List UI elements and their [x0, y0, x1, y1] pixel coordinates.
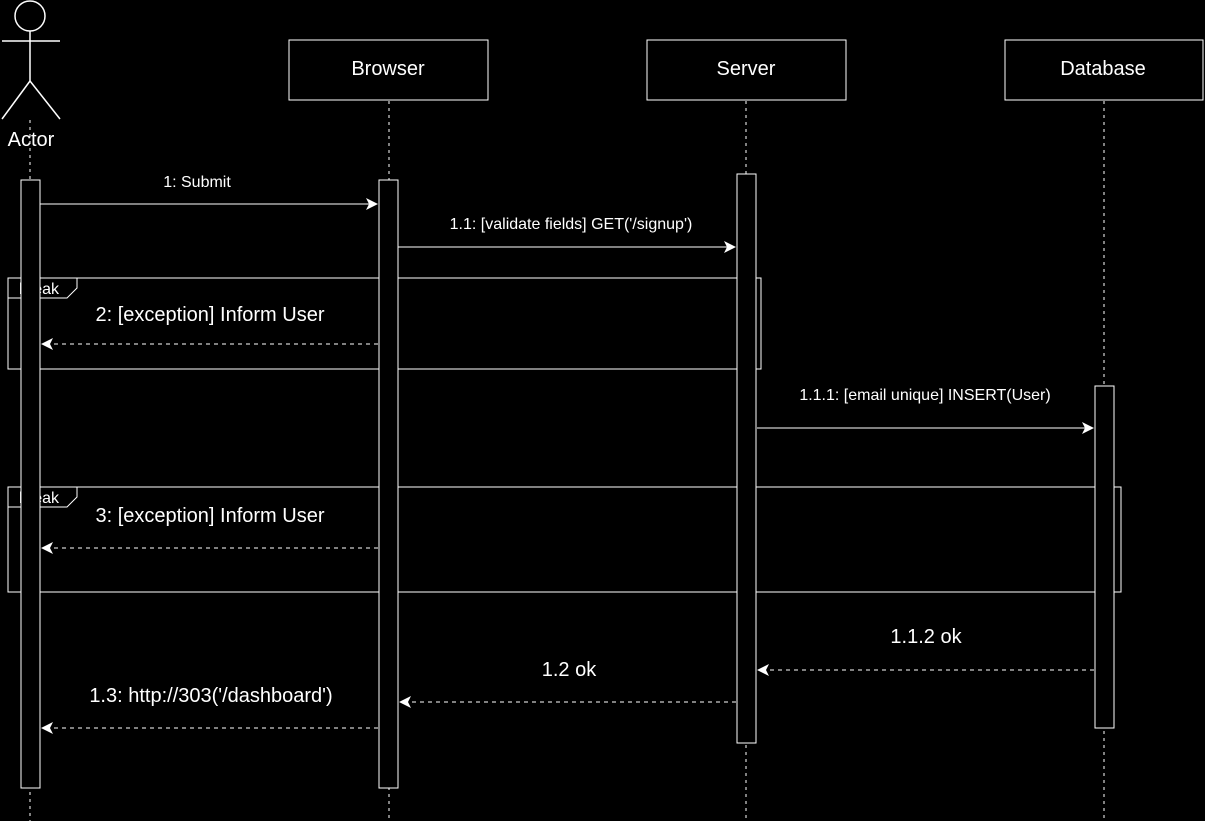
message-label-1-1-1: 1.1.1: [email unique] INSERT(User): [799, 387, 1050, 404]
browser-activation: [378, 179, 399, 789]
message-label-3: 3: [exception] Inform User: [96, 505, 325, 527]
server-box: [646, 39, 847, 101]
actor-activation: [20, 179, 41, 789]
server-activation: [736, 173, 757, 744]
database-activation: [1094, 385, 1115, 729]
message-label-1-1: 1.1: [validate fields] GET('/signup'): [450, 216, 693, 233]
browser-label: Browser: [351, 58, 425, 80]
message-label-1-1-2: 1.1.2 ok: [890, 626, 962, 648]
database-box: [1004, 39, 1204, 101]
browser-box: [288, 39, 489, 101]
server-label: Server: [717, 58, 776, 80]
message-label-1-2: 1.2 ok: [542, 659, 597, 681]
actor-label: Actor: [8, 129, 55, 151]
actor-icon: [1, 0, 61, 120]
message-label-1-3: 1.3: http://303('/dashboard'): [89, 685, 332, 707]
message-label-1: 1: Submit: [163, 174, 231, 191]
database-label: Database: [1060, 58, 1146, 80]
message-label-2: 2: [exception] Inform User: [96, 304, 325, 326]
